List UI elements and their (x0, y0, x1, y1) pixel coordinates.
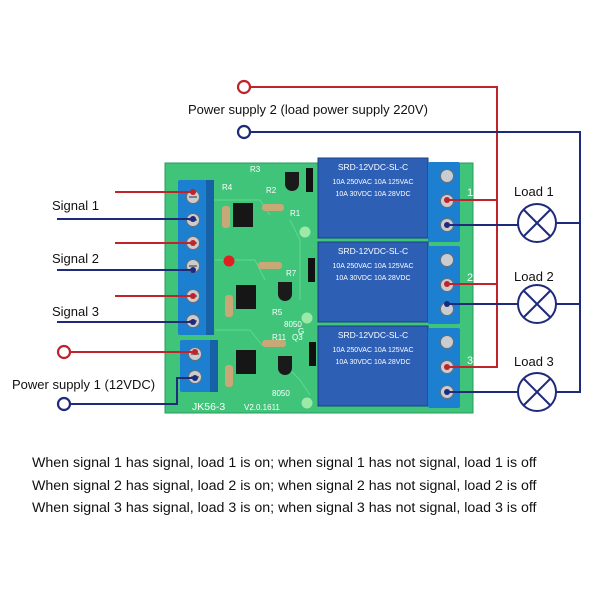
relay-1 (317, 157, 429, 239)
load-3-lamp-icon (517, 372, 557, 412)
terminal-block-power (180, 340, 218, 392)
channel-1-label: 1 (467, 187, 473, 199)
transistors (278, 172, 299, 375)
relay-1-model: SRD-12VDC-SL-C (338, 162, 408, 172)
load-2-label: Load 2 (514, 269, 554, 284)
relay-3-spec-a: 10A 250VAC 10A 125VAC (332, 347, 413, 354)
signal-3-label: Signal 3 (52, 304, 99, 319)
board-text: SRD-12VDC-SL-C 10A 250VAC 10A 125VAC 10A… (192, 162, 473, 413)
relay-1-spec-b: 10A 30VDC 10A 28VDC (335, 191, 410, 198)
label-r4: R4 (222, 183, 233, 192)
board-version: V2.0.1611 (244, 403, 280, 412)
relay-3-model: SRD-12VDC-SL-C (338, 330, 408, 340)
relay-1-spec-a: 10A 250VAC 10A 125VAC (332, 179, 413, 186)
label-r3: R3 (250, 165, 261, 174)
label-g: G (298, 327, 304, 336)
relay-2-spec-a: 10A 250VAC 10A 125VAC (332, 263, 413, 270)
wires (57, 86, 581, 405)
power-1-terminal-neg (56, 396, 72, 412)
caption-line-1: When signal 1 has signal, load 1 is on; … (32, 455, 537, 471)
power-2-wire-neutral (250, 131, 581, 393)
terminal-block-signals (178, 180, 214, 335)
load-1-lamp-icon (517, 203, 557, 243)
signal-2-label: Signal 2 (52, 251, 99, 266)
power-2-terminal-neutral (236, 124, 252, 140)
power-1-terminal-pos (56, 344, 72, 360)
board-model: JK56-3 (192, 401, 225, 413)
relay-3 (317, 325, 429, 407)
label-r1: R1 (290, 209, 301, 218)
label-r2: R2 (266, 186, 277, 195)
load-1-label: Load 1 (514, 184, 554, 199)
load-3-label: Load 3 (514, 354, 554, 369)
optocouplers (233, 203, 256, 374)
resistors (222, 204, 286, 387)
relay-2-spec-b: 10A 30VDC 10A 28VDC (335, 275, 410, 282)
endpoint-rings (56, 79, 252, 412)
label-r5: R5 (272, 308, 283, 317)
power-supply-1-label: Power supply 1 (12VDC) (12, 377, 156, 392)
load-lamps (517, 203, 557, 412)
power-supply-2-label: Power supply 2 (load power supply 220V) (188, 102, 428, 117)
relay-3-spec-b: 10A 30VDC 10A 28VDC (335, 359, 410, 366)
terminal-dots (190, 189, 450, 395)
leds (223, 226, 313, 409)
label-q3: Q3 (292, 333, 303, 342)
relay-2-model: SRD-12VDC-SL-C (338, 246, 408, 256)
label-r7: R7 (286, 269, 297, 278)
power-2-wire-live (250, 86, 498, 368)
channel-3-label: 3 (467, 355, 473, 367)
label-8050-b: 8050 (272, 389, 290, 398)
caption-line-3: When signal 3 has signal, load 3 is on; … (32, 500, 537, 516)
relay-2 (317, 241, 429, 323)
power-2-terminal-live (236, 79, 252, 95)
diodes (306, 168, 316, 366)
caption-line-2: When signal 2 has signal, load 2 is on; … (32, 478, 537, 494)
label-8050-a: 8050 (284, 320, 302, 329)
power-1-wire-neg (70, 377, 195, 405)
channel-2-label: 2 (467, 272, 473, 284)
load-2-lamp-icon (517, 284, 557, 324)
label-r11: R11 (272, 333, 287, 342)
signal-1-label: Signal 1 (52, 198, 99, 213)
